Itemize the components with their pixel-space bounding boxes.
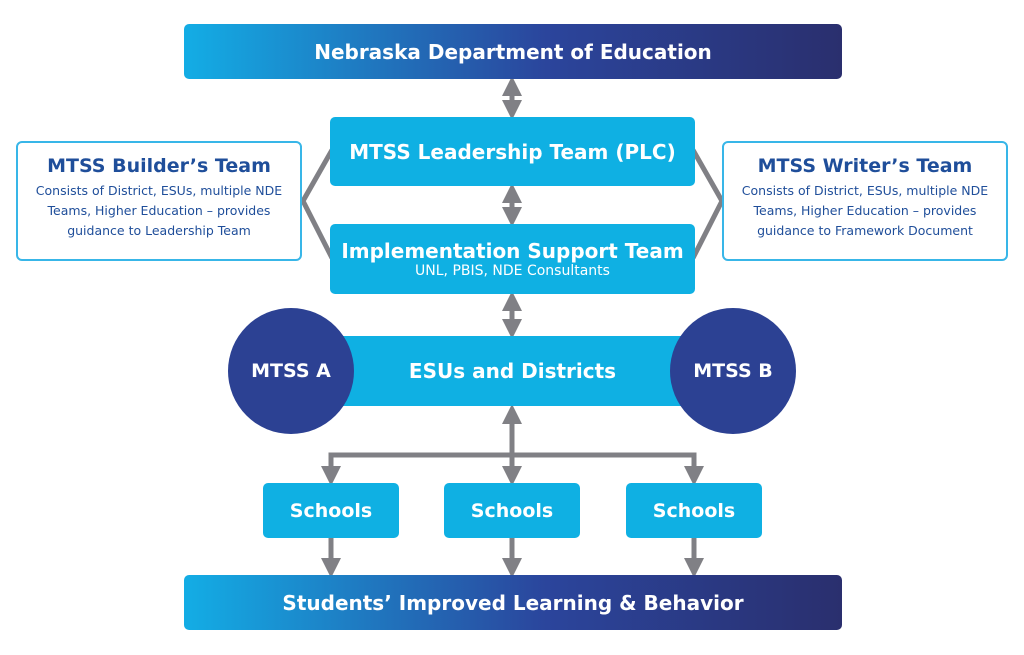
leadership-label: MTSS Leadership Team (PLC) <box>349 139 676 164</box>
builders-title: MTSS Builder’s Team <box>47 155 271 177</box>
schools-box: Schools <box>263 483 399 538</box>
builders-team-box: MTSS Builder’s Team Consists of District… <box>16 141 302 261</box>
outcome-box: Students’ Improved Learning & Behavior <box>184 575 842 630</box>
schools-box: Schools <box>444 483 580 538</box>
implementation-title: Implementation Support Team <box>341 239 684 263</box>
builders-desc: Consists of District, ESUs, multiple NDE… <box>35 183 283 238</box>
writers-desc: Consists of District, ESUs, multiple NDE… <box>741 183 989 238</box>
writers-title: MTSS Writer’s Team <box>757 155 973 177</box>
writer-bracket <box>690 148 725 260</box>
outcome-label: Students’ Improved Learning & Behavior <box>282 590 744 615</box>
writers-team-box: MTSS Writer’s Team Consists of District,… <box>722 141 1008 261</box>
nde-label: Nebraska Department of Education <box>314 39 712 64</box>
schools-label: Schools <box>652 499 736 522</box>
mtss-a-label: MTSS A <box>251 360 331 382</box>
esus-districts-box: ESUs and Districts <box>280 336 745 406</box>
mtss-b-circle: MTSS B <box>670 308 796 434</box>
schools-label: Schools <box>470 499 554 522</box>
esus-label: ESUs and Districts <box>408 359 617 383</box>
mtss-a-circle: MTSS A <box>228 308 354 434</box>
implementation-team-box: Implementation Support Team UNL, PBIS, N… <box>330 224 695 294</box>
schools-label: Schools <box>289 499 373 522</box>
nde-box: Nebraska Department of Education <box>184 24 842 79</box>
implementation-subtitle: UNL, PBIS, NDE Consultants <box>415 263 610 279</box>
leadership-team-box: MTSS Leadership Team (PLC) <box>330 117 695 186</box>
mtss-b-label: MTSS B <box>693 360 773 382</box>
builder-bracket <box>300 148 335 260</box>
schools-box: Schools <box>626 483 762 538</box>
